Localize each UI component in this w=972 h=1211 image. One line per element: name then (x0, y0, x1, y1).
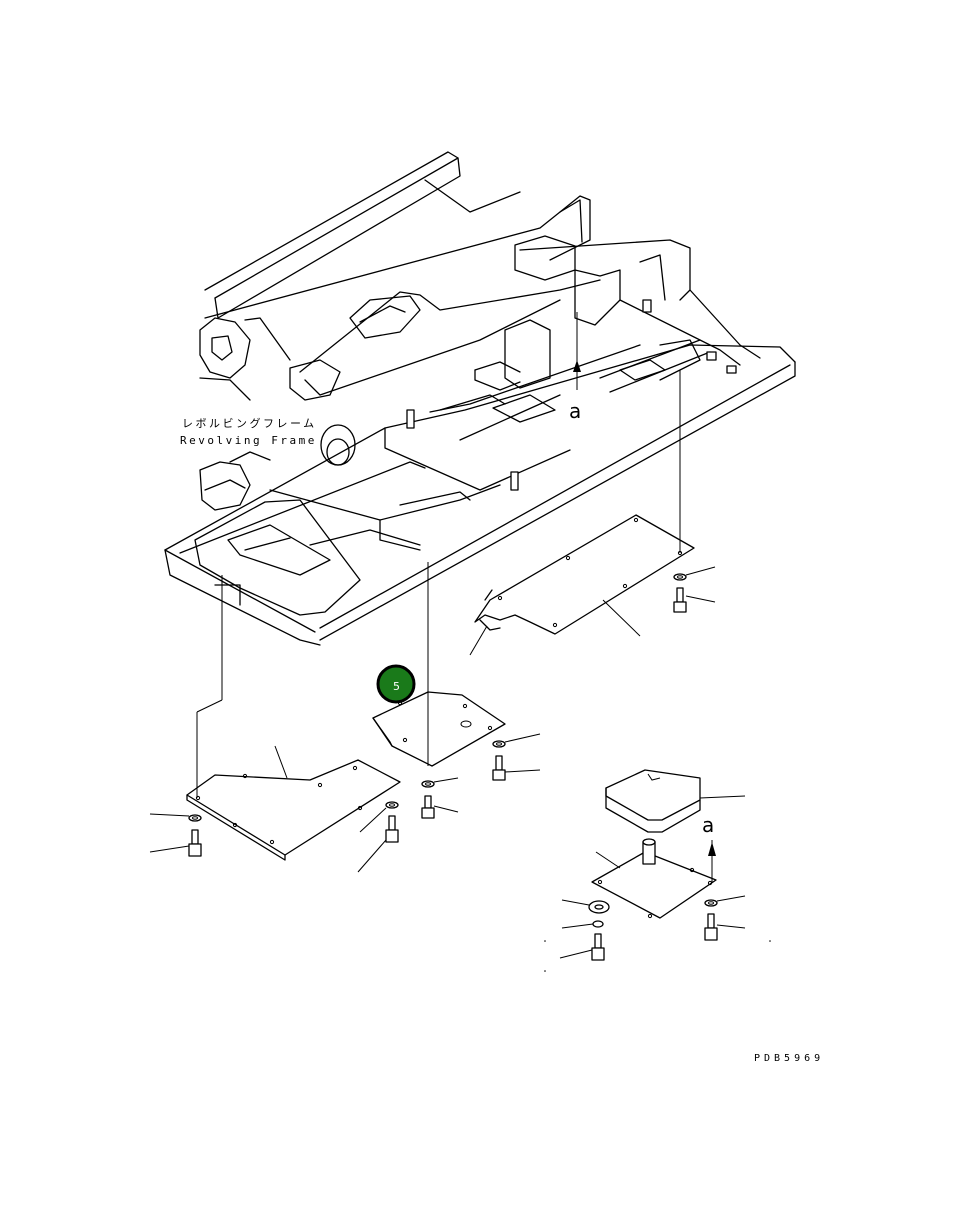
right-cover-plate (469, 370, 695, 656)
bolt-washer-right (673, 566, 716, 613)
bolt-washer-center-right (492, 733, 541, 781)
left-cover-plate (186, 575, 401, 861)
bolt-washer-center-left (421, 777, 459, 819)
center-cover (372, 562, 506, 767)
bolt-washer-left-2 (357, 801, 399, 873)
callout-badge: 5 (376, 664, 416, 704)
view-marker-a-top: a (569, 399, 581, 423)
view-marker-a-bottom: a (702, 813, 714, 837)
frame-label-jp: レボルビングフレーム (182, 416, 317, 430)
inset-view-a (544, 769, 771, 972)
callout-number: 5 (393, 680, 400, 693)
frame-label-en: Revolving Frame (180, 434, 317, 447)
bolt-washer-left (149, 813, 202, 857)
drawing-number: PDB5969 (754, 1053, 824, 1064)
revolving-frame (164, 151, 796, 646)
